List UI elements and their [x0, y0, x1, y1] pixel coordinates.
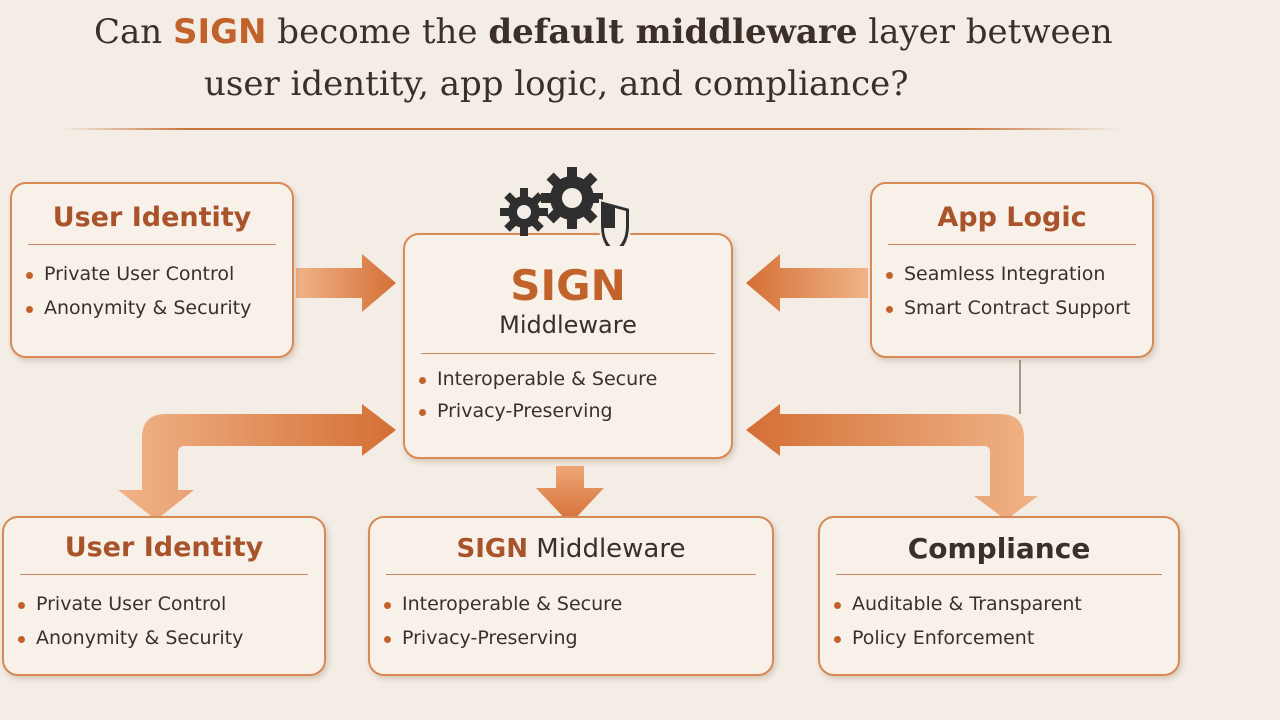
center-subtitle: Middleware: [499, 311, 637, 339]
card-title: Compliance: [907, 532, 1091, 565]
arrow-sign-down: [536, 466, 604, 524]
sign-middleware-center-card: SIGN Middleware Interoperable & Secure P…: [403, 233, 733, 459]
arrow-app-logic-to-sign: [746, 254, 868, 312]
title-divider: [60, 128, 1120, 130]
title-bold-phrase: default middleware: [488, 12, 858, 52]
card-divider: [28, 244, 276, 245]
list-item: Auditable & Transparent: [820, 593, 1178, 615]
list-item: Private User Control: [12, 263, 292, 285]
title-highlight-sign: SIGN: [173, 12, 267, 52]
list-item: Anonymity & Security: [4, 627, 324, 649]
user-identity-top-card: User Identity Private User Control Anony…: [10, 182, 294, 358]
list-item: Privacy-Preserving: [370, 627, 772, 649]
card-divider: [888, 244, 1136, 245]
card-divider: [836, 574, 1162, 575]
user-identity-bottom-card: User Identity Private User Control Anony…: [2, 516, 326, 676]
list-item: Policy Enforcement: [820, 627, 1178, 649]
list-item: Interoperable & Secure: [405, 368, 731, 390]
center-title: SIGN: [510, 261, 626, 310]
arrow-user-identity-to-sign: [296, 254, 396, 312]
list-item: Privacy-Preserving: [405, 400, 731, 422]
card-title: SIGN Middleware: [456, 534, 686, 564]
page-title-line-2: user identity, app logic, and compliance…: [204, 64, 909, 104]
gears-shield-icon: [500, 167, 631, 246]
list-item: Anonymity & Security: [12, 297, 292, 319]
list-item: Private User Control: [4, 593, 324, 615]
list-item: Smart Contract Support: [872, 297, 1152, 319]
list-item: Interoperable & Secure: [370, 593, 772, 615]
card-title: User Identity: [64, 532, 264, 563]
arrow-sign-to-user-identity-bottom: [118, 404, 396, 520]
arrow-compliance-loop: [746, 404, 1038, 520]
card-divider: [20, 574, 308, 575]
card-divider: [421, 353, 715, 354]
page-title-line-1: Can SIGN become the default middleware l…: [94, 12, 1113, 52]
sign-middleware-bottom-card: SIGN Middleware Interoperable & Secure P…: [368, 516, 774, 676]
card-title: App Logic: [937, 202, 1087, 233]
card-divider: [386, 574, 756, 575]
app-logic-card: App Logic Seamless Integration Smart Con…: [870, 182, 1154, 358]
list-item: Seamless Integration: [872, 263, 1152, 285]
compliance-card: Compliance Auditable & Transparent Polic…: [818, 516, 1180, 676]
card-title: User Identity: [52, 202, 252, 233]
